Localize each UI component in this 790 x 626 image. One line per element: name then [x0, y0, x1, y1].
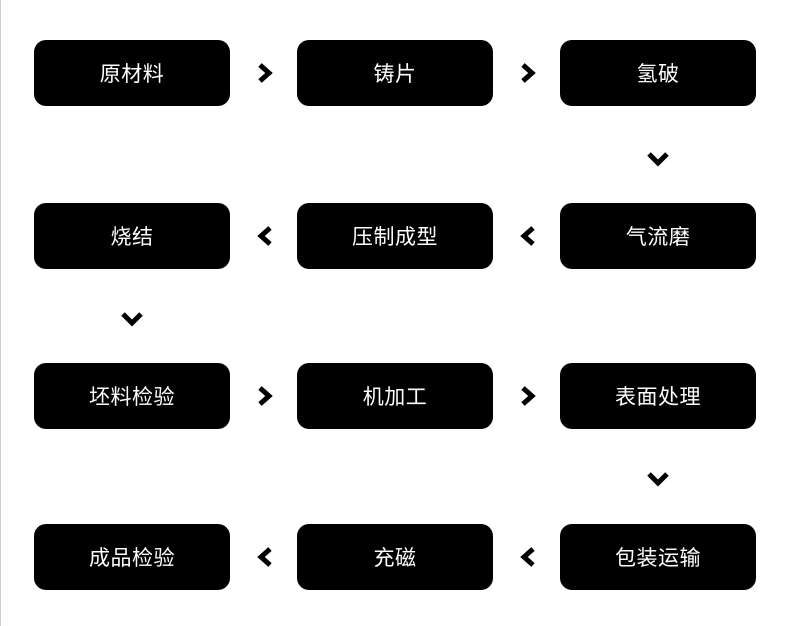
arrow-left-icon — [252, 544, 278, 570]
step-surface-treatment: 表面处理 — [560, 363, 756, 429]
step-raw-material: 原材料 — [34, 40, 230, 106]
step-strip-casting: 铸片 — [297, 40, 493, 106]
step-final-inspection: 成品检验 — [34, 524, 230, 590]
frame-edge — [0, 0, 1, 626]
step-packaging-shipping: 包装运输 — [560, 524, 756, 590]
arrow-left-icon — [252, 223, 278, 249]
step-magnetizing: 充磁 — [297, 524, 493, 590]
arrow-down-icon — [119, 306, 145, 332]
arrow-left-icon — [515, 544, 541, 570]
arrow-right-icon — [252, 383, 278, 409]
step-pressing: 压制成型 — [297, 203, 493, 269]
arrow-right-icon — [515, 383, 541, 409]
arrow-right-icon — [252, 60, 278, 86]
arrow-left-icon — [515, 223, 541, 249]
step-machining: 机加工 — [297, 363, 493, 429]
arrow-down-icon — [645, 146, 671, 172]
step-hydrogen-decrepitation: 氢破 — [560, 40, 756, 106]
step-jet-milling: 气流磨 — [560, 203, 756, 269]
step-blank-inspection: 坯料检验 — [34, 363, 230, 429]
arrow-right-icon — [515, 60, 541, 86]
arrow-down-icon — [645, 466, 671, 492]
step-sintering: 烧结 — [34, 203, 230, 269]
